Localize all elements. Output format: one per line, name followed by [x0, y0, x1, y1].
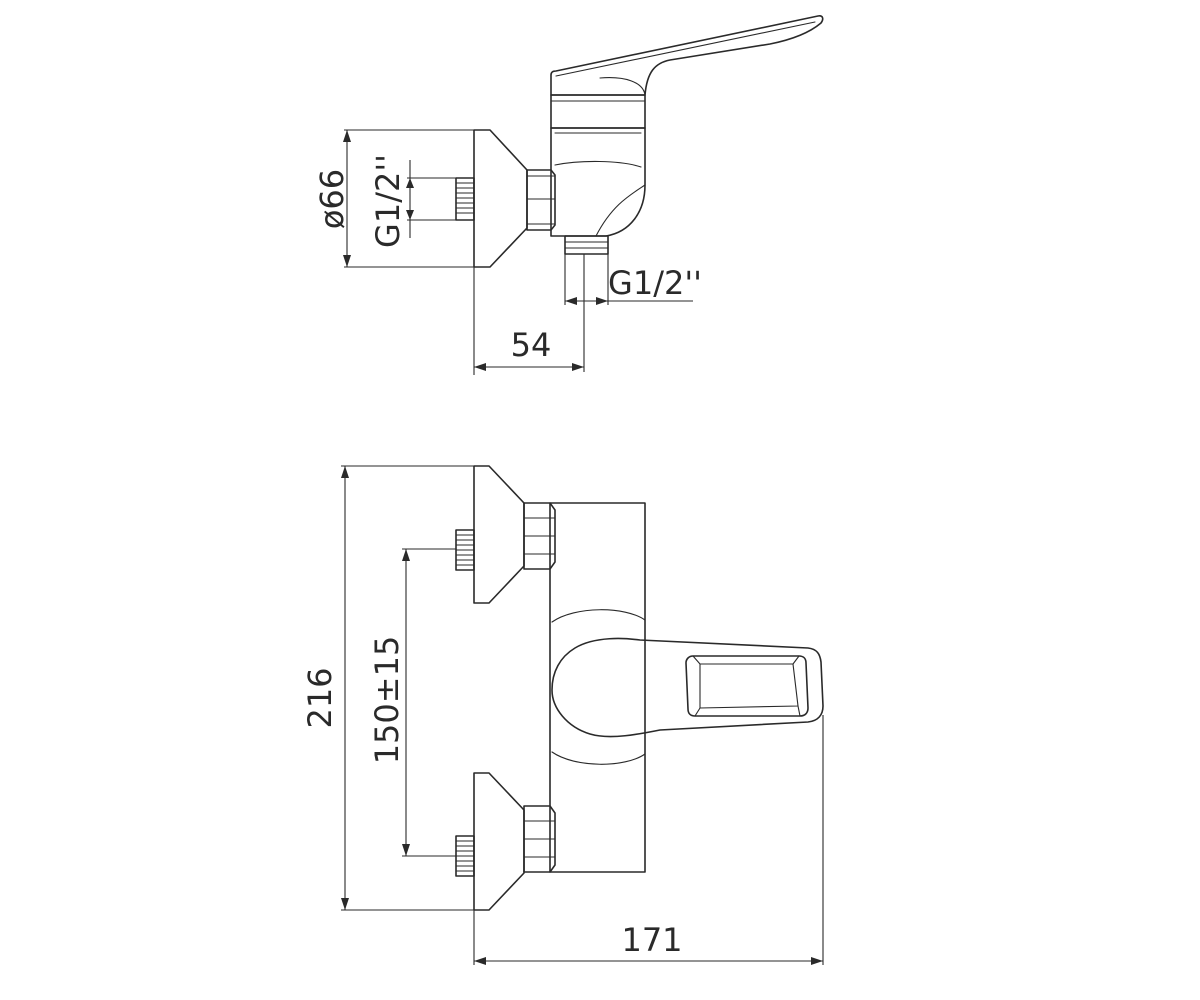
side-outlet-thread-dimension [564, 254, 693, 305]
side-lever-handle [550, 15, 824, 96]
label-projection: 54 [511, 326, 552, 364]
side-flange-diameter-dimension [343, 129, 474, 268]
front-upper-flange [473, 465, 525, 604]
front-view: 216 150±15 171 [301, 465, 824, 965]
front-lever-handle [551, 637, 824, 738]
front-height-dimension [341, 465, 474, 911]
label-inlet-thread: G1/2'' [369, 154, 407, 248]
side-view: ø66 G1/2'' G1/2'' 54 [313, 15, 824, 375]
side-cartridge-cap [550, 94, 646, 129]
front-mixer-body [549, 502, 646, 873]
side-inlet-thread-dimension [406, 160, 456, 238]
label-outlet-thread: G1/2'' [608, 264, 702, 302]
front-inlet-spacing-dimension [402, 548, 456, 857]
label-inlet-spacing: 150±15 [368, 636, 406, 765]
side-projection-dimension [473, 254, 585, 375]
label-flange-diameter: ø66 [313, 169, 351, 229]
side-inlet-thread [455, 177, 475, 221]
side-wall-flange [473, 129, 528, 268]
front-lower-inlet-thread [455, 835, 475, 877]
front-lower-flange [473, 772, 525, 911]
front-upper-inlet-thread [455, 529, 475, 571]
front-width-dimension [473, 715, 824, 965]
side-outlet-thread [564, 235, 609, 255]
label-height: 216 [301, 667, 339, 728]
label-width: 171 [621, 921, 682, 959]
side-mixer-body [550, 127, 646, 237]
